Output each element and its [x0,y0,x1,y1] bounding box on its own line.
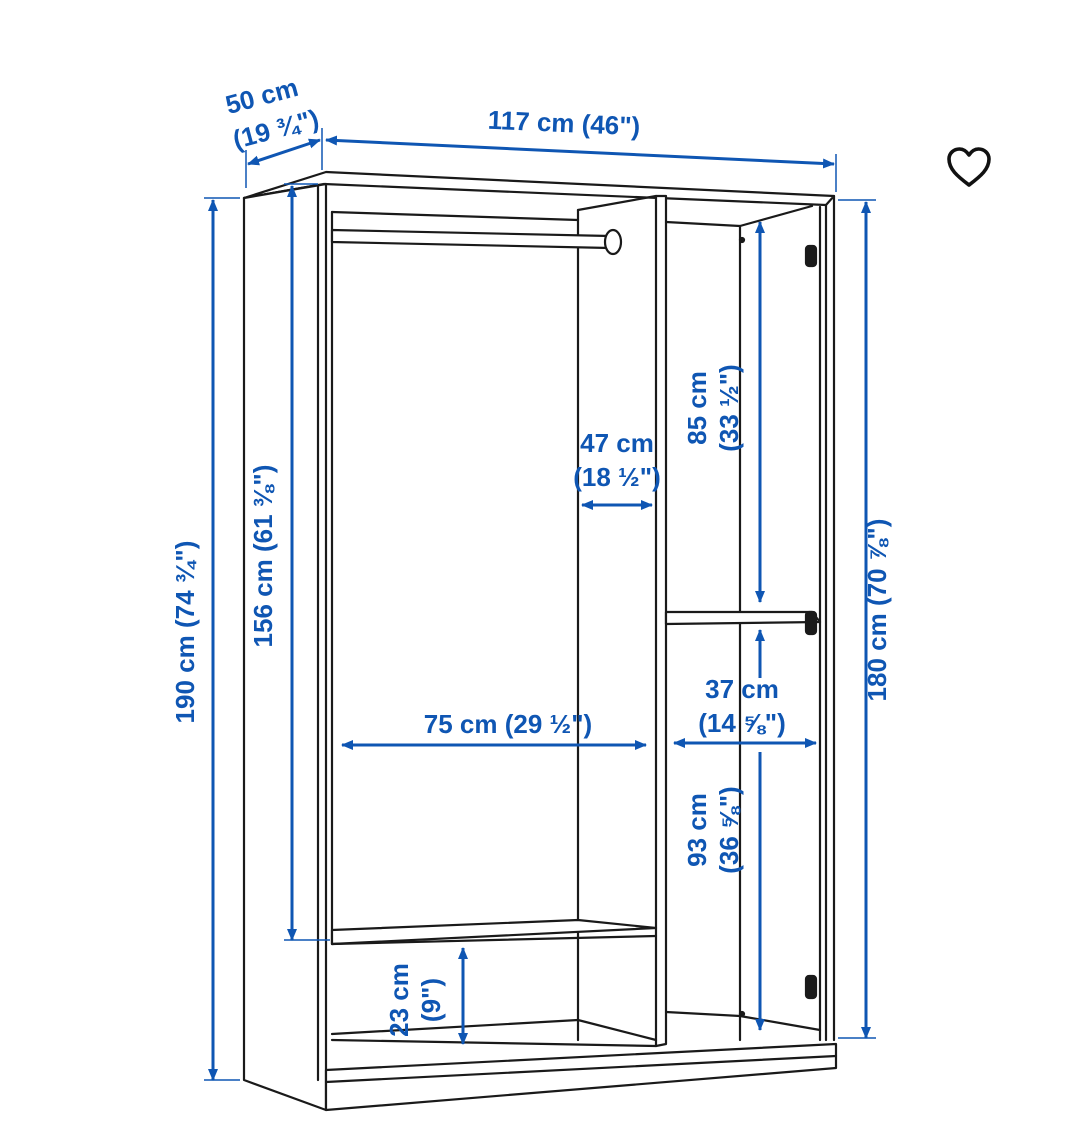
dimension-lines [204,128,876,1081]
label-right-width-cm: 47 cm [580,428,654,458]
label-right-width-in: (18 ½") [573,462,660,492]
label-bottom-gap-in: (9") [416,978,446,1022]
dim-line-width-total [325,135,835,169]
label-upper-compartment-in: (33 ½") [714,364,744,451]
label-lower-compartment-cm: 93 cm [682,793,712,867]
wardrobe-outline [242,170,838,1112]
favorite-button[interactable] [938,138,1000,196]
label-bottom-gap-cm: 23 cm [384,963,414,1037]
label-height-inner: 156 cm (61 ⅜") [248,465,278,648]
label-width-total: 117 cm (46") [487,105,641,142]
label-left-width: 75 cm (29 ½") [424,709,592,739]
label-shelf-depth-cm: 37 cm [705,674,779,704]
label-lower-compartment-in: (36 ⅝") [714,786,744,873]
label-height-right: 180 cm (70 ⅞") [862,519,892,702]
label-height-total: 190 cm (74 ¾") [170,541,200,724]
dim-line-depth [247,138,321,166]
label-upper-compartment-cm: 85 cm [682,371,712,445]
heart-outline-icon [947,147,991,187]
label-shelf-depth-in: (14 ⅝") [698,708,785,738]
